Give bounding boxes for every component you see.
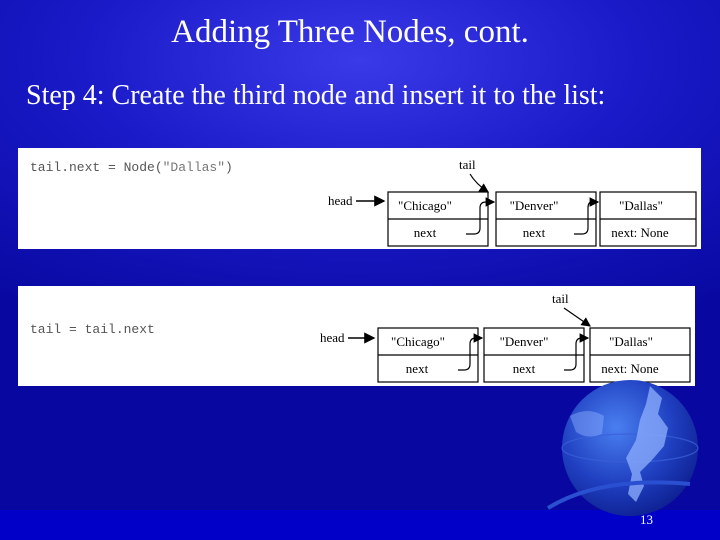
node-next: next (414, 225, 437, 240)
node-value: "Chicago" (391, 334, 445, 349)
head-label: head (328, 193, 353, 208)
diagram-panel-2: tail = tail.next head tail "Chicago" nex… (18, 286, 695, 386)
tail-label: tail (459, 157, 476, 172)
slide-title: Adding Three Nodes, cont. (171, 14, 529, 50)
tail-label: tail (552, 291, 569, 306)
list-node: "Chicago" next (387, 191, 489, 247)
list-node: "Denver" next (483, 327, 585, 383)
code-string: "Dallas" (162, 160, 226, 175)
code-suffix: ) (225, 160, 233, 175)
node-next: next (523, 225, 546, 240)
next-pointer (466, 197, 496, 235)
list-node: "Chicago" next (377, 327, 479, 383)
node-next: next (513, 361, 536, 376)
footer-band (0, 510, 720, 540)
node-value: "Chicago" (398, 198, 452, 213)
head-label: head (320, 330, 345, 345)
linked-list-diagram-1: head tail "Chicago" next "Denver" next "… (328, 157, 697, 247)
list-node: "Denver" next (495, 191, 597, 247)
diagram-panel-1: tail.next = Node("Dallas") head tail "Ch… (18, 148, 701, 249)
page-number: 13 (640, 512, 653, 527)
step-text: Step 4: Create the third node and insert… (26, 80, 606, 111)
linked-list-diagram-2: head tail "Chicago" next "Denver" next "… (320, 291, 691, 383)
node-next: next: None (611, 225, 669, 240)
list-node: "Dallas" next: None (589, 327, 691, 383)
code-line-1: tail.next = Node("Dallas") (30, 160, 233, 175)
node-value: "Dallas" (619, 198, 663, 213)
node-value: "Dallas" (609, 334, 653, 349)
node-value: "Denver" (510, 198, 559, 213)
next-pointer (458, 333, 484, 371)
tail-arrow (469, 173, 489, 193)
tail-arrow (563, 307, 591, 327)
node-next: next: None (601, 361, 659, 376)
next-pointer (564, 333, 590, 371)
globe-icon (546, 380, 699, 516)
node-value: "Denver" (500, 334, 549, 349)
list-node: "Dallas" next: None (599, 191, 697, 247)
next-pointer (574, 197, 600, 235)
code-line-2: tail = tail.next (30, 322, 155, 337)
code-text: tail = tail.next (30, 322, 155, 337)
code-text: tail.next = Node( (30, 160, 163, 175)
node-next: next (406, 361, 429, 376)
